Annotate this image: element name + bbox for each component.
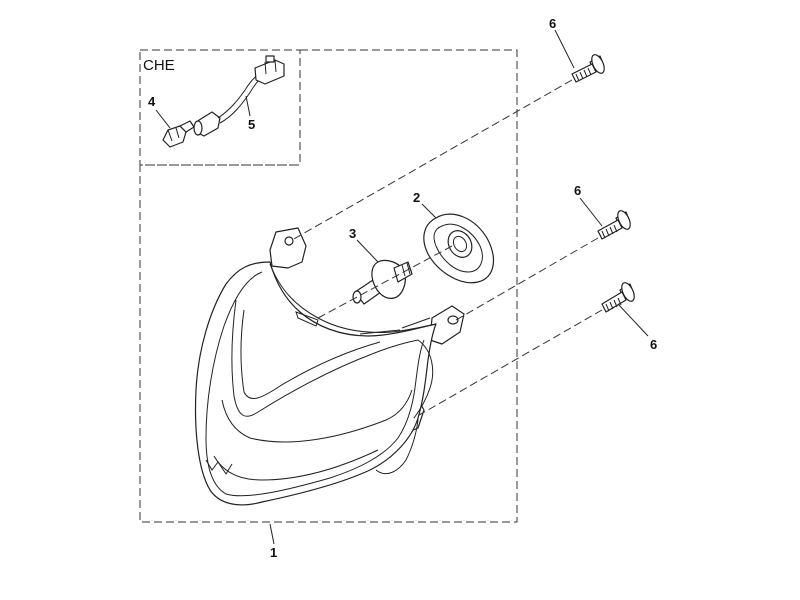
leader-5 — [245, 95, 251, 117]
alignment-line-bulb — [317, 245, 453, 319]
callout-6c: 6 — [650, 337, 657, 352]
leader-1 — [269, 523, 275, 545]
callout-4: 4 — [148, 94, 156, 109]
leader-6a — [554, 29, 575, 69]
callout-1: 1 — [270, 545, 277, 560]
callout-6b: 6 — [574, 183, 581, 198]
alignment-line-screw-6b — [455, 237, 599, 321]
screw-6b-part — [597, 210, 631, 240]
screw-6c-part — [601, 282, 635, 313]
alignment-line-screw-6c — [413, 309, 603, 419]
callout-6a: 6 — [549, 16, 556, 31]
leader-6c — [617, 303, 649, 337]
callout-3: 3 — [349, 226, 356, 241]
screw-6a-part — [571, 54, 605, 83]
leader-2 — [421, 203, 437, 219]
leader-6b — [579, 197, 603, 227]
leader-4 — [155, 109, 171, 129]
alignment-line-screw-6a — [291, 79, 573, 241]
callout-2: 2 — [413, 190, 420, 205]
headlight-unit-1-part — [194, 227, 465, 506]
bulb-3-part — [352, 259, 413, 305]
callout-5: 5 — [248, 117, 255, 132]
che-subgroup-boundary — [139, 49, 301, 166]
leader-3 — [356, 239, 379, 263]
socket-harness-5-part — [193, 55, 285, 137]
socket-cover-2-part — [423, 213, 495, 284]
bulb-4-part — [162, 120, 195, 148]
che-region-label: CHE — [143, 57, 175, 74]
assembly-boundary — [139, 49, 518, 523]
